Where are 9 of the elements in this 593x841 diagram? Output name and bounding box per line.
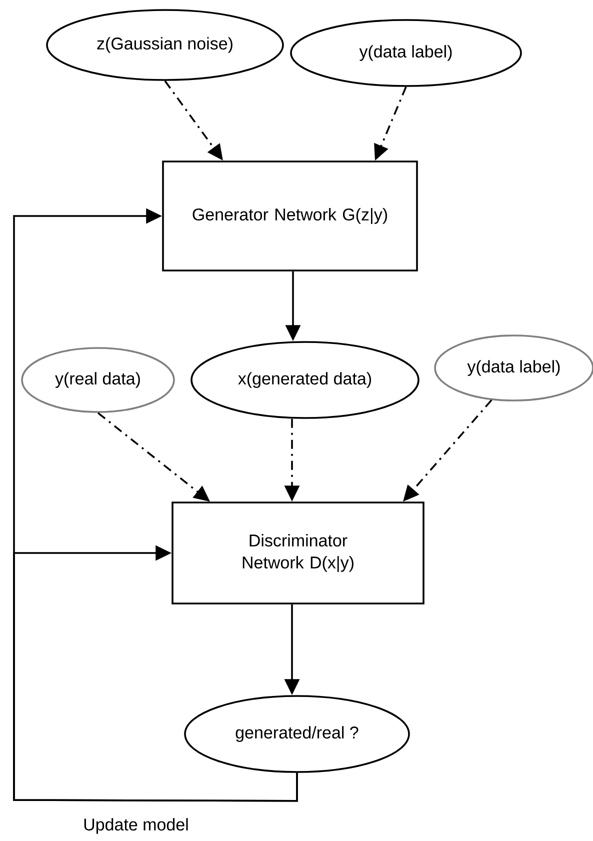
- ellipse-node: y(real data): [21, 347, 175, 413]
- ellipse-node: y(data label): [290, 19, 522, 87]
- process-box: Generator Network G(z|y): [162, 160, 418, 272]
- ellipse-node: z(Gaussian noise): [46, 9, 284, 81]
- process-box: Discriminator Network D(x|y): [172, 502, 424, 604]
- ellipse-node: generated/real ?: [184, 695, 410, 773]
- arrow: [13, 545, 298, 802]
- ellipse-node: x(generated data): [190, 341, 420, 419]
- note-text: Update model: [84, 818, 188, 834]
